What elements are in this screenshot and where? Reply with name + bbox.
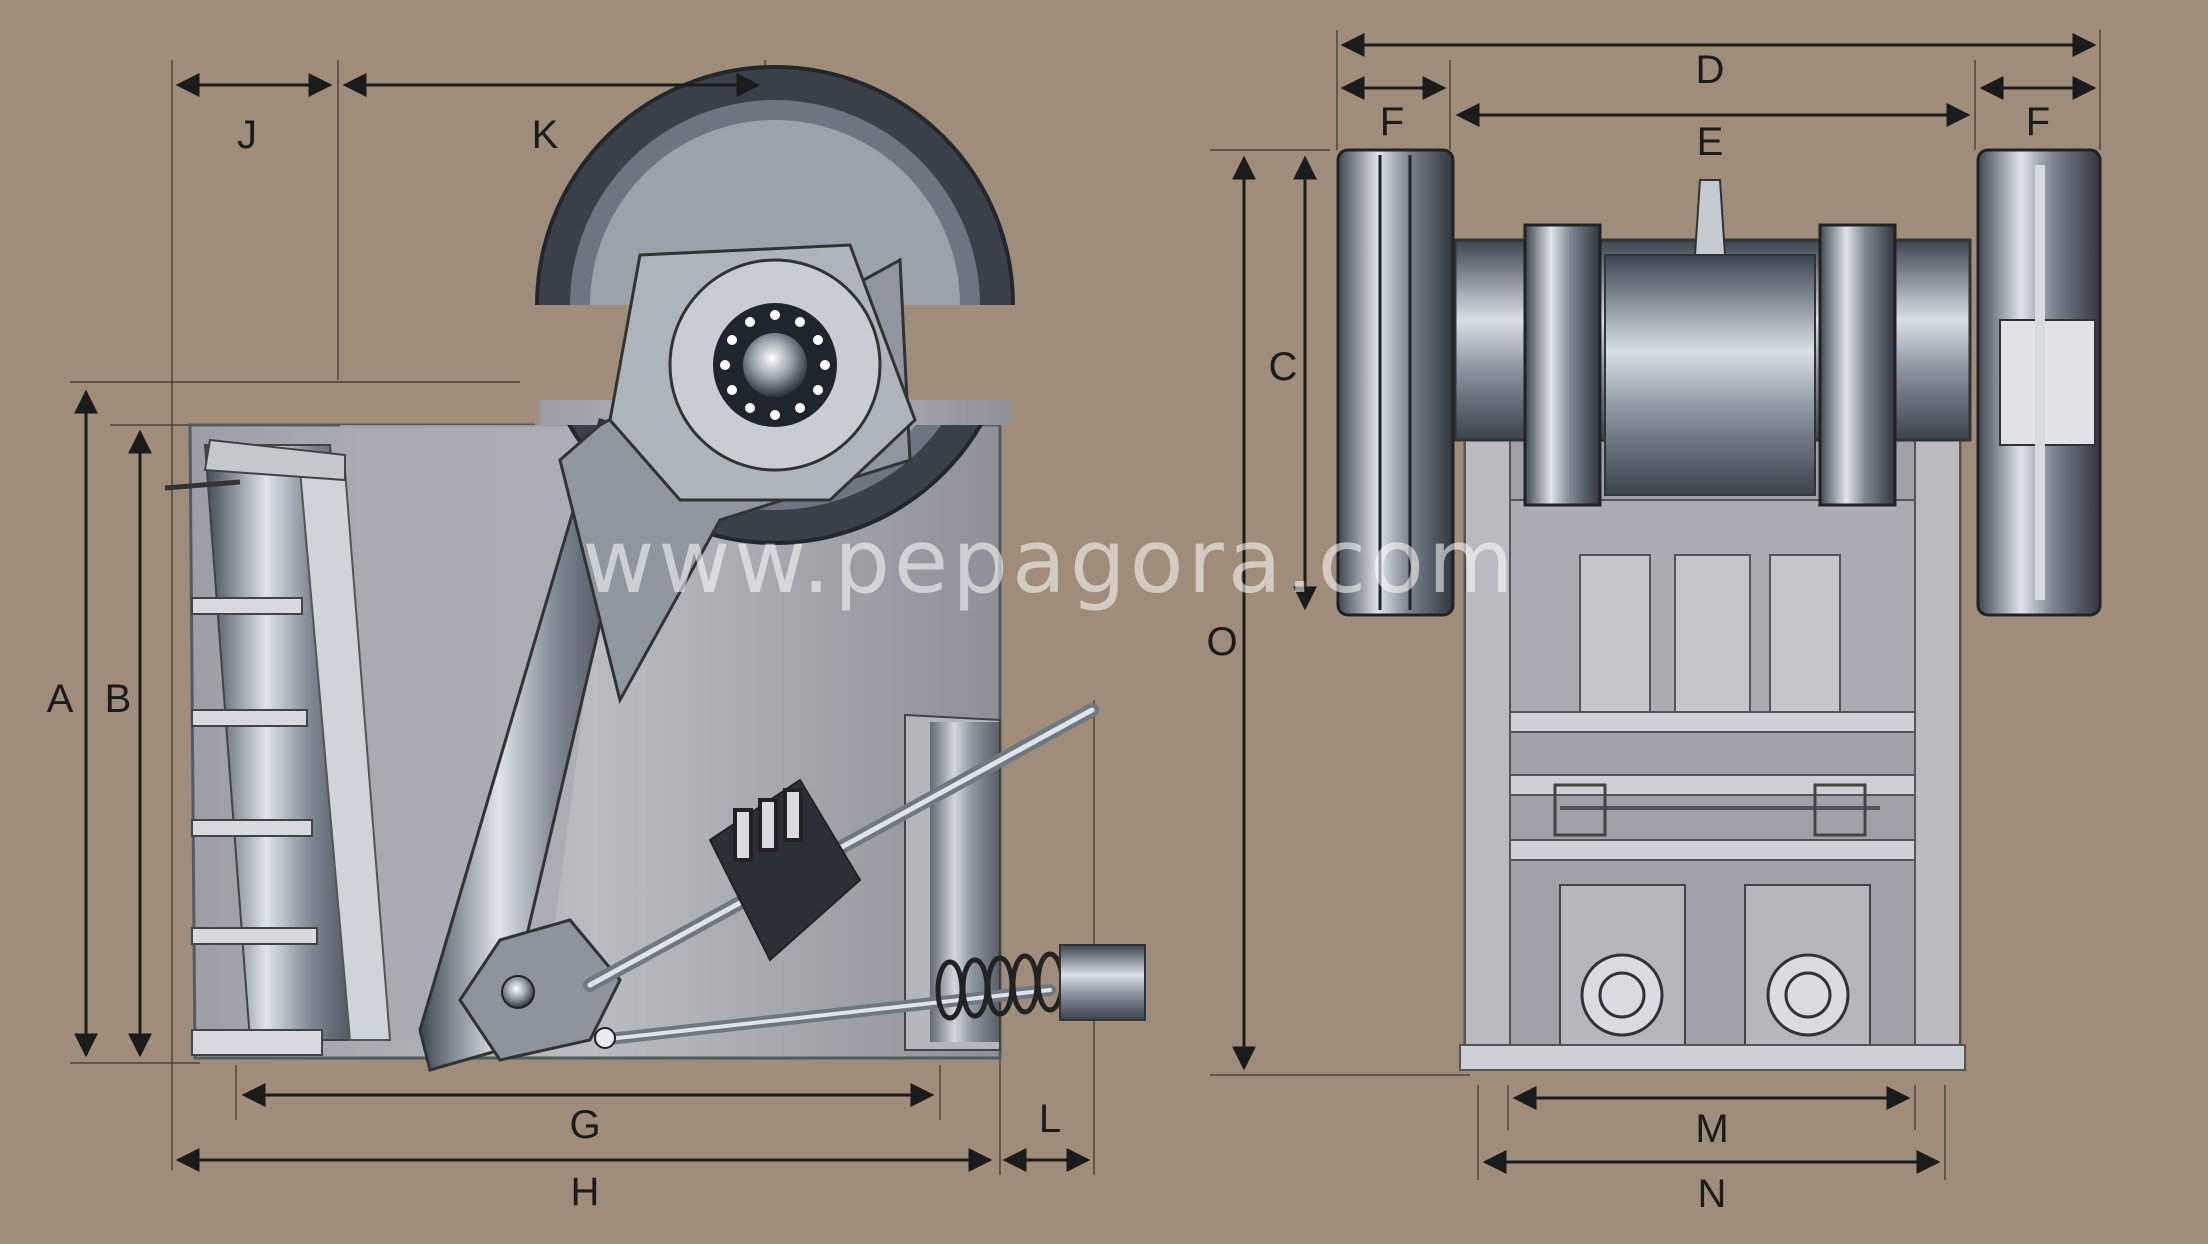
dimension-lines-right [1232,33,2097,1174]
crushing-chamber [340,425,620,1040]
fixed-jaw [164,438,392,1056]
flywheel-left-front [1336,148,1455,617]
front-frame [1459,438,1966,1071]
label-a: A [47,677,74,721]
label-m: M [1695,1107,1728,1151]
eccentric-shaft [1453,179,1972,507]
flywheel-right-front [1976,148,2102,617]
label-n: N [1698,1172,1727,1216]
label-b: B [105,677,132,721]
label-g: G [569,1103,600,1147]
watermark: www.pepagora.com [582,510,1517,613]
extension-lines-right [1210,30,2101,1180]
label-d: D [1696,48,1725,92]
dimension-lines-left [74,73,1091,1172]
label-f-right: F [2026,100,2050,144]
side-view: J K A B G H L [47,60,1146,1214]
eccentric-bearing [608,243,917,502]
dimension-labels-right: D F F E C O M N [1206,48,2050,1216]
tension-assembly [583,703,1146,1051]
label-f-left: F [1380,100,1404,144]
label-j: J [237,113,257,157]
label-l: L [1039,1097,1061,1141]
label-e: E [1697,120,1724,164]
front-view: D F F E C O M N [1206,30,2102,1216]
dimension-labels-left: J K A B G H L [47,113,1061,1214]
extension-lines-left [70,60,1095,1175]
label-h: H [571,1170,600,1214]
label-k: K [532,113,559,157]
label-c: C [1269,345,1298,389]
label-o: O [1206,620,1237,664]
